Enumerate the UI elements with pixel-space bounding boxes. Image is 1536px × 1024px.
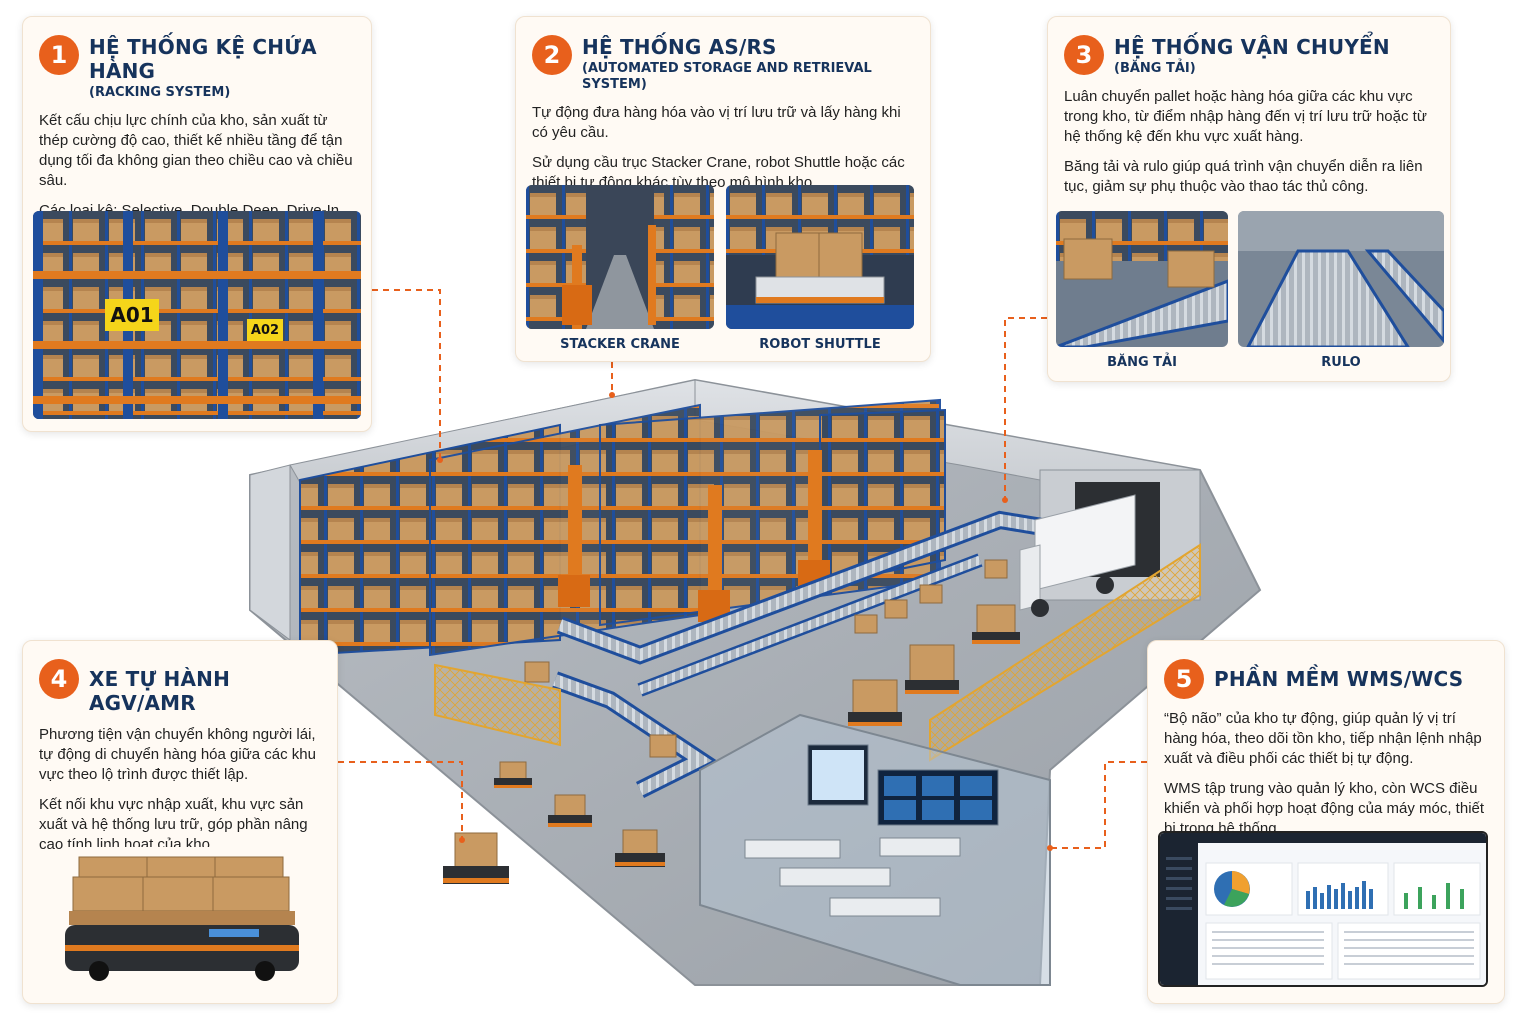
stacker-crane-2 [698, 485, 730, 622]
photo-caption: STACKER CRANE [560, 337, 680, 352]
conveyor-boxes [524, 559, 1008, 758]
card-paragraph: Luân chuyển pallet hoặc hàng hóa giữa cá… [1064, 88, 1427, 145]
agv-robot-photo [59, 847, 309, 983]
card-header: 1 HỆ THỐNG KỆ CHỨA HÀNG (RACKING SYSTEM) [39, 35, 355, 101]
card-asrs-system: 2 HỆ THỐNG AS/RS (AUTOMATED STORAGE AND … [515, 16, 931, 362]
wms-dashboard-screenshot [1158, 831, 1488, 987]
step-badge: 1 [39, 35, 79, 75]
card-paragraph: Tự động đưa hàng hóa vào vị trí lưu trữ … [532, 104, 901, 141]
warehouse-left-wall [249, 464, 291, 641]
card-title: PHẦN MỀM WMS/WCS [1214, 667, 1464, 691]
step-badge: 4 [39, 659, 79, 699]
robot-shuttle-photo [726, 185, 914, 329]
stacker-crane-photo [526, 185, 714, 329]
card-paragraph: Băng tải và rulo giúp quá trình vận chuy… [1064, 158, 1423, 195]
photo-caption: ROBOT SHUTTLE [759, 337, 881, 352]
safety-fence-left [434, 663, 561, 747]
photo-caption: RULO [1321, 355, 1361, 370]
card-paragraph: Kết cấu chịu lực chính của kho, sản xuất… [39, 112, 353, 189]
card-title: HỆ THỐNG KỆ CHỨA HÀNG [89, 35, 317, 83]
card-conveyor-system: 3 HỆ THỐNG VẬN CHUYỂN (BĂNG TẢI) Luân ch… [1047, 16, 1451, 382]
step-badge: 2 [532, 35, 572, 75]
card-header: 5 PHẦN MỀM WMS/WCS [1164, 659, 1488, 699]
card-header: 3 HỆ THỐNG VẬN CHUYỂN (BĂNG TẢI) [1064, 35, 1434, 77]
card-wms-wcs: 5 PHẦN MỀM WMS/WCS “Bộ não” của kho tự đ… [1147, 640, 1505, 1004]
agv-robots [443, 604, 1020, 884]
stacker-crane-1 [558, 465, 590, 607]
card-title: HỆ THỐNG VẬN CHUYỂN [1114, 35, 1390, 59]
roller-conveyor-photo [1238, 211, 1444, 347]
step-badge: 3 [1064, 35, 1104, 75]
card-subtitle: (RACKING SYSTEM) [89, 85, 231, 100]
card-subtitle: (AUTOMATED STORAGE AND RETRIEVAL SYSTEM) [582, 61, 872, 92]
delivery-truck [1019, 494, 1136, 617]
card-paragraph: “Bộ não” của kho tự động, giúp quản lý v… [1164, 710, 1482, 767]
safety-fence-right [929, 543, 1201, 762]
card-agv-amr: 4 XE TỰ HÀNH AGV/AMR Phương tiện vận chu… [22, 640, 338, 1004]
rack-label-a01: A01 [105, 299, 159, 331]
control-room [699, 713, 1051, 986]
card-paragraph: WMS tập trung vào quản lý kho, còn WCS đ… [1164, 780, 1485, 837]
photo-caption: BĂNG TẢI [1107, 355, 1177, 370]
card-title: XE TỰ HÀNH AGV/AMR [89, 667, 231, 715]
step-badge: 5 [1164, 659, 1204, 699]
card-paragraph: Kết nối khu vực nhập xuất, khu vực sản x… [39, 796, 308, 853]
conveyor-belt-photo [1056, 211, 1228, 347]
card-header: 2 HỆ THỐNG AS/RS (AUTOMATED STORAGE AND … [532, 35, 914, 93]
card-subtitle: (BĂNG TẢI) [1114, 61, 1196, 76]
racking-photo: A01 A02 [33, 211, 361, 419]
card-racking-system: 1 HỆ THỐNG KỆ CHỨA HÀNG (RACKING SYSTEM)… [22, 16, 372, 432]
card-paragraph: Phương tiện vận chuyển không người lái, … [39, 726, 316, 783]
rack-label-a02: A02 [247, 319, 283, 341]
card-title: HỆ THỐNG AS/RS [582, 35, 777, 59]
card-header: 4 XE TỰ HÀNH AGV/AMR [39, 659, 321, 715]
